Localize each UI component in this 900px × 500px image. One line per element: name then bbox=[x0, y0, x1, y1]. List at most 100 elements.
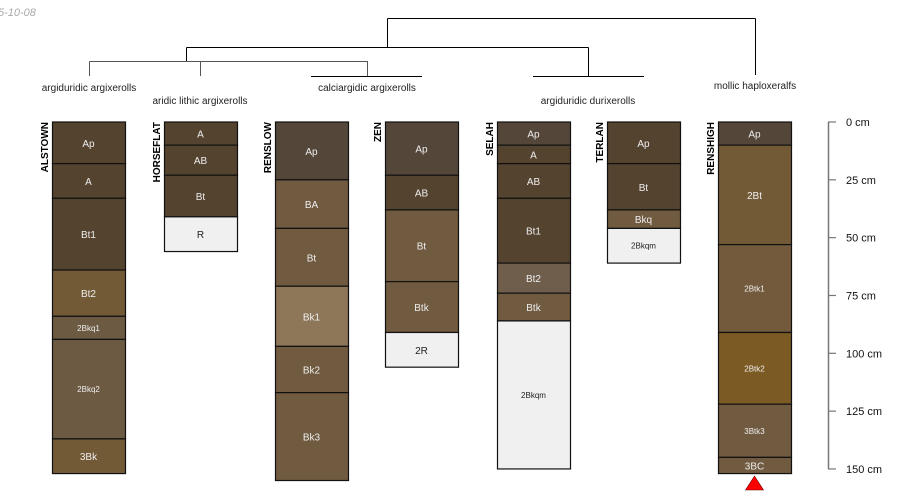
horizon-label: 3Bk bbox=[80, 452, 98, 463]
scale-tick-label: 75 cm bbox=[846, 290, 876, 302]
horizon-label: AB bbox=[415, 189, 429, 200]
taxon-label: argiduridic argixerolls bbox=[42, 83, 136, 94]
horizon-label: 2Bt bbox=[747, 191, 762, 202]
taxon-label: aridic lithic argixerolls bbox=[152, 96, 247, 107]
horizon-label: Ap bbox=[748, 130, 761, 141]
horizon-label: Ap bbox=[527, 130, 540, 141]
horizon bbox=[274, 227, 350, 287]
scale-tick-label: 100 cm bbox=[846, 348, 882, 360]
horizon bbox=[496, 197, 572, 264]
profile-name: SELAH bbox=[485, 122, 496, 156]
horizon-label: R bbox=[197, 230, 204, 241]
horizon-label: Bk3 bbox=[303, 433, 321, 444]
scale-tick-label: 150 cm bbox=[846, 464, 882, 476]
horizon bbox=[51, 197, 127, 271]
horizon-label: Bt bbox=[196, 192, 206, 203]
horizon bbox=[606, 163, 682, 211]
horizon-label: Bk1 bbox=[303, 312, 321, 323]
horizon bbox=[384, 209, 460, 283]
horizon-label: 3BC bbox=[745, 461, 764, 472]
truncation-marker-icon bbox=[744, 475, 765, 491]
date-label: 5-10-08 bbox=[0, 7, 36, 19]
horizon bbox=[51, 438, 127, 475]
horizon bbox=[384, 331, 460, 368]
horizon bbox=[496, 262, 572, 294]
horizon bbox=[717, 456, 793, 475]
horizon bbox=[163, 216, 239, 253]
horizon bbox=[717, 144, 793, 246]
horizon-label: A bbox=[197, 130, 204, 141]
horizon-label: Bk2 bbox=[303, 365, 321, 376]
horizon-label: Bt1 bbox=[526, 227, 541, 238]
horizon-label: A bbox=[85, 177, 92, 188]
horizon bbox=[51, 163, 127, 199]
horizon-label: 3Btk3 bbox=[744, 427, 765, 436]
horizon-label: 2Btk1 bbox=[744, 285, 765, 294]
horizon-label: 2Bkq1 bbox=[77, 324, 100, 333]
horizon bbox=[274, 121, 350, 181]
horizon-label: Ap bbox=[637, 139, 650, 150]
horizon-label: Bt bbox=[307, 253, 317, 264]
horizon bbox=[717, 331, 793, 405]
horizon-label: Ap bbox=[305, 147, 318, 158]
horizon-label: AB bbox=[194, 156, 208, 167]
depth-scale: 0 cm 25 cm 50 cm 75 cm 100 cm 125 cm 150 cm bbox=[827, 117, 882, 476]
horizon-label: 2Bkq2 bbox=[77, 385, 100, 394]
scale-tick-label: 0 cm bbox=[846, 117, 870, 129]
profile-name: RENSHIGH bbox=[706, 122, 717, 175]
horizon bbox=[163, 174, 239, 218]
horizon bbox=[384, 174, 460, 211]
horizon-label: Bt bbox=[417, 242, 427, 253]
horizon-label: Ap bbox=[415, 145, 428, 156]
dendrogram-branch-root bbox=[387, 18, 756, 75]
horizon-label: Bt1 bbox=[81, 230, 96, 241]
horizon-label: BA bbox=[305, 200, 319, 211]
taxon-label: mollic haploxeralfs bbox=[714, 81, 796, 92]
horizon bbox=[163, 144, 239, 176]
profile-name: RENSLOW bbox=[263, 121, 274, 173]
soil-profile-renshigh: Ap 2Bt 2Btk1 2Btk2 3Btk3 3BC RENSHIGH bbox=[706, 121, 793, 475]
horizon bbox=[51, 338, 127, 440]
dendrogram bbox=[89, 18, 756, 77]
horizon-label: Btk bbox=[526, 303, 541, 314]
scale-tick-label: 25 cm bbox=[846, 175, 876, 187]
profile-name: HORSEFLAT bbox=[152, 122, 163, 182]
horizon-label: Bt2 bbox=[81, 289, 96, 300]
horizon bbox=[274, 285, 350, 347]
horizon-label: Bkq bbox=[635, 215, 652, 226]
horizon-label: Ap bbox=[82, 139, 95, 150]
horizon bbox=[496, 320, 572, 470]
horizon-label: 2Bkqm bbox=[521, 391, 546, 400]
horizon-label: Btk bbox=[414, 303, 429, 314]
profile-name: ALSTOWN bbox=[40, 122, 51, 172]
scale-tick-label: 125 cm bbox=[846, 406, 882, 418]
profile-name: TERLAN bbox=[595, 122, 606, 163]
horizon-label: 2R bbox=[415, 346, 428, 357]
soil-profile-horseflat: A AB BtR HORSEFLAT bbox=[152, 121, 239, 253]
horizon-label: A bbox=[530, 150, 537, 161]
horizon-label: 2Bkqm bbox=[631, 242, 656, 251]
horizon bbox=[717, 243, 793, 334]
horizon bbox=[274, 392, 350, 482]
horizon bbox=[51, 269, 127, 317]
taxon-label: calciargidic argixerolls bbox=[318, 83, 416, 94]
scale-tick-label: 50 cm bbox=[846, 233, 876, 245]
dendrogram-branch-mid bbox=[186, 47, 589, 77]
horizon-label: 2Btk2 bbox=[744, 364, 765, 373]
horizon bbox=[384, 121, 460, 176]
horizon bbox=[606, 227, 682, 264]
horizon-label: Bt bbox=[639, 183, 649, 194]
taxon-label: argiduridic durixerolls bbox=[541, 96, 635, 107]
horizon-label: AB bbox=[527, 177, 541, 188]
dendrogram-branch-left bbox=[89, 61, 368, 76]
horizon bbox=[51, 121, 127, 165]
horizon-label: Bt2 bbox=[526, 274, 541, 285]
horizon bbox=[274, 345, 350, 394]
profile-name: ZEN bbox=[373, 122, 384, 142]
